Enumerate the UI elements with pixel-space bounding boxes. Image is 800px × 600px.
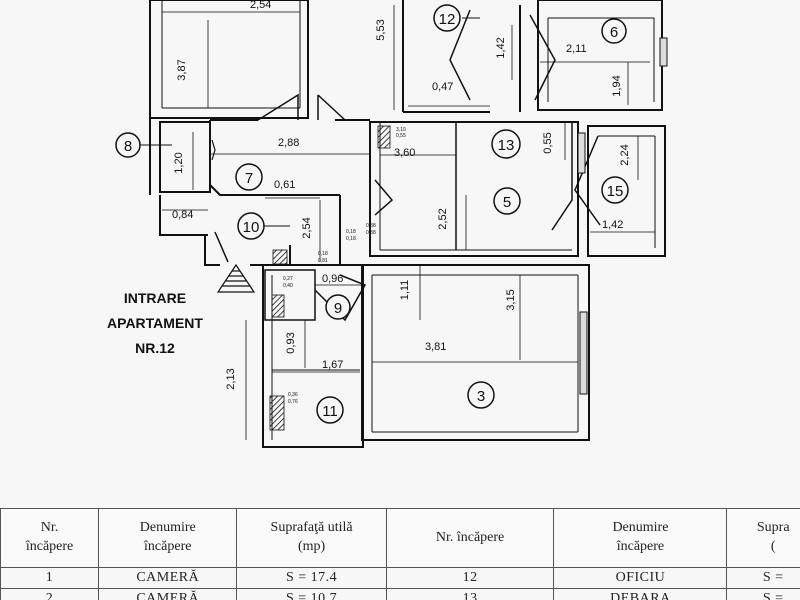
room-number: 13: [498, 137, 515, 154]
room-marker-5: [493, 187, 521, 215]
room-number: 11: [322, 403, 338, 420]
dimension-lines: [162, 5, 655, 440]
svg-text:0,18: 0,18: [318, 251, 328, 257]
shaft-labels: 3,10 0,55 0,18 0,18 0,38 0,38 0,18 0,81 …: [283, 127, 406, 405]
windows: [577, 37, 668, 395]
cell-room-area-2: S =: [726, 588, 800, 600]
cell-room-name: CAMERĂ: [98, 567, 238, 589]
cell-room-number-2: 13: [385, 588, 555, 600]
dim-label: 5,53: [375, 19, 387, 40]
header-room-name-2: Denumire încăpere: [553, 508, 728, 568]
svg-text:0,40: 0,40: [283, 283, 293, 289]
floor-plan-drawing: 2,54 3,87 5,53 1,42 0,47 2,11 1,94 2,88 …: [107, 0, 668, 448]
header-usable-area-2: Supra (: [726, 508, 800, 568]
header-room-number-2: Nr. încăpere: [385, 508, 555, 568]
room-marker-9: [325, 294, 351, 320]
dim-label: 0,96: [322, 273, 343, 285]
shafts: [269, 125, 391, 431]
header-room-name: Denumire încăpere: [98, 508, 238, 568]
room-number: 8: [124, 138, 132, 155]
dim-label: 3,81: [425, 341, 446, 353]
room-number: 12: [439, 11, 456, 28]
room-marker-13: [491, 129, 521, 159]
room-number: 6: [610, 24, 618, 41]
room-area-table: Nr. încăpere Denumire încăpere Suprafaţă…: [0, 508, 800, 600]
dim-label: 2,52: [437, 208, 449, 229]
table-row: 1 CAMERĂ S = 17.4 12 OFICIU S =: [0, 567, 800, 589]
dim-label: 2,11: [566, 43, 587, 55]
dim-label: 1,42: [495, 37, 507, 58]
room-marker-8: [115, 132, 141, 158]
room-number: 9: [334, 300, 342, 317]
room-marker-12: [433, 4, 461, 32]
svg-text:0,36: 0,36: [288, 392, 298, 398]
dim-label: 3,87: [176, 59, 188, 80]
svg-text:0,18: 0,18: [346, 229, 356, 235]
table-header-row: Nr. încăpere Denumire încăpere Suprafaţă…: [0, 508, 800, 568]
entrance-arrow-icon: [216, 263, 256, 293]
cell-room-number: 2: [0, 588, 100, 600]
dim-label: 3,60: [394, 147, 415, 159]
entrance-label-line2: APARTAMENT: [107, 315, 203, 331]
room-marker-11: [316, 396, 344, 424]
svg-text:0,76: 0,76: [288, 399, 298, 405]
room-marker-10: [237, 212, 265, 240]
svg-text:0,27: 0,27: [283, 276, 293, 282]
dim-label: 0,47: [432, 81, 453, 93]
svg-text:0,18: 0,18: [346, 236, 356, 242]
dim-label: 0,61: [274, 179, 295, 191]
dim-label: 0,55: [542, 132, 554, 153]
svg-text:0,55: 0,55: [396, 133, 406, 139]
svg-text:0,81: 0,81: [318, 258, 328, 264]
cell-room-area: S = 10.7: [236, 588, 387, 600]
entrance-label-line1: INTRARE: [124, 290, 186, 306]
dim-label: 1,11: [399, 280, 411, 301]
entrance-label-line3: NR.12: [135, 340, 175, 356]
svg-text:0,38: 0,38: [366, 223, 376, 229]
room-marker-7: [235, 163, 263, 191]
cell-room-area: S = 17.4: [236, 567, 387, 589]
svg-text:3,10: 3,10: [396, 127, 406, 133]
dim-label: 1,94: [611, 75, 623, 96]
room-number: 3: [477, 388, 485, 405]
room-number: 10: [243, 219, 260, 236]
room-marker-3: [467, 381, 495, 409]
dim-label: 1,67: [322, 359, 343, 371]
dim-label: 3,15: [505, 289, 517, 310]
svg-text:0,38: 0,38: [366, 230, 376, 236]
room-marker-6: [601, 18, 627, 44]
cell-room-number: 1: [0, 567, 100, 589]
cell-room-area-2: S =: [726, 567, 800, 589]
cell-room-number-2: 12: [385, 567, 555, 589]
dim-label: 0,93: [285, 332, 297, 353]
header-room-number: Nr. încăpere: [0, 508, 100, 568]
header-usable-area: Suprafaţă utilă (mp): [236, 508, 387, 568]
room-number: 15: [607, 183, 624, 200]
dim-label: 1,20: [173, 152, 185, 173]
leader-lines: [140, 17, 480, 227]
table-row: 2 CAMERĂ S = 10.7 13 DEBARA S =: [0, 588, 800, 600]
room-number: 7: [245, 170, 253, 187]
room-marker-15: [601, 176, 629, 204]
dim-label: 0,84: [172, 209, 193, 221]
room-number: 5: [503, 194, 511, 211]
dim-label: 2,54: [250, 0, 271, 11]
dim-label: 2,54: [301, 217, 313, 238]
cell-room-name-2: OFICIU: [553, 567, 728, 589]
dim-label: 1,42: [602, 219, 623, 231]
dim-label: 2,24: [619, 144, 631, 165]
dim-label: 2,88: [278, 137, 299, 149]
cell-room-name: CAMERĂ: [98, 588, 238, 600]
dim-label: 2,13: [225, 368, 237, 389]
cell-room-name-2: DEBARA: [553, 588, 728, 600]
